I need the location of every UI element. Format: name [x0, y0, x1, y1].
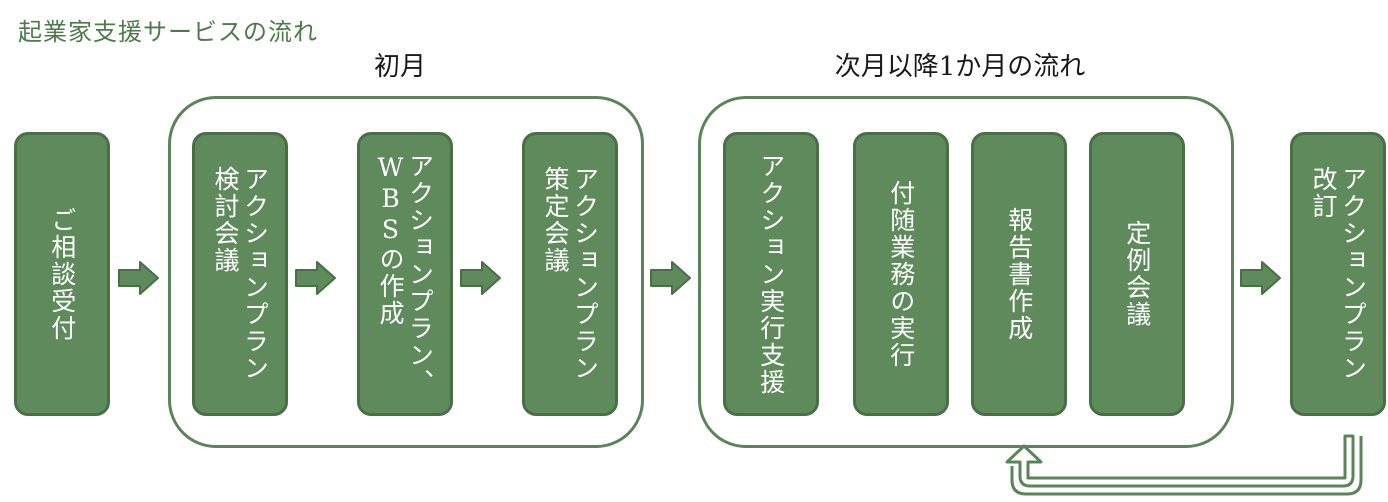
- step-plan-wbs-creation: アクションプラン、 WBSの作成: [357, 132, 453, 416]
- step-label: 定例会議: [1122, 220, 1152, 328]
- step-label: アクションプラン 検討会議: [211, 166, 270, 382]
- page-title: 起業家支援サービスの流れ: [18, 18, 318, 46]
- right-arrow-icon: [650, 261, 691, 295]
- step-consultation: ご相談受付: [14, 132, 110, 416]
- right-arrow-icon: [460, 261, 501, 295]
- step-label: 付随業務の実行: [886, 179, 916, 369]
- step-report-creation: 報告書作成: [971, 132, 1067, 416]
- step-regular-meeting: 定例会議: [1089, 132, 1185, 416]
- step-plan-review-meeting: アクションプラン 検討会議: [192, 132, 288, 416]
- right-arrow-icon: [1240, 261, 1281, 295]
- step-plan-formulation-meeting: アクションプラン 策定会議: [522, 132, 618, 416]
- step-label: アクションプラン 改訂: [1309, 166, 1368, 382]
- step-action-support: アクション実行支援: [723, 132, 819, 416]
- step-label: アクションプラン 策定会議: [541, 166, 600, 382]
- step-plan-revision: アクションプラン 改訂: [1290, 132, 1386, 416]
- step-label: 報告書作成: [1004, 206, 1034, 342]
- right-arrow-icon: [118, 261, 159, 295]
- step-ancillary-work: 付随業務の実行: [853, 132, 949, 416]
- step-label: アクションプラン、 WBSの作成: [376, 152, 435, 396]
- step-label: ご相談受付: [47, 206, 77, 342]
- step-label: アクション実行支援: [756, 152, 786, 396]
- group-label-first-month: 初月: [373, 52, 426, 82]
- group-label-next-months: 次月以降1か月の流れ: [834, 52, 1086, 82]
- right-arrow-icon: [295, 261, 336, 295]
